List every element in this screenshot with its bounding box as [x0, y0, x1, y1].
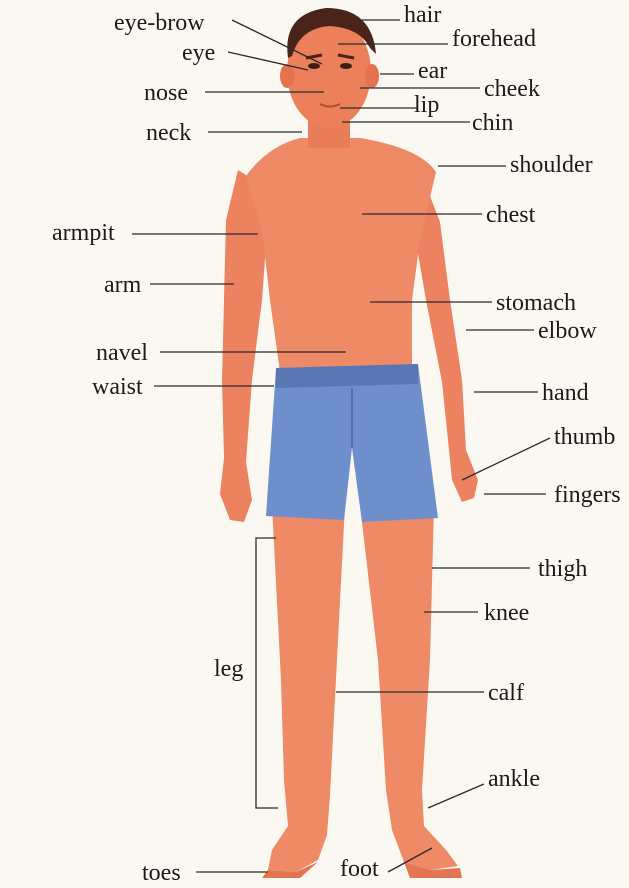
label-eye: eye [182, 40, 215, 66]
right-ear [365, 64, 379, 88]
right-leg [268, 505, 345, 872]
torso [246, 138, 436, 372]
label-nose: nose [144, 80, 188, 106]
label-toes: toes [142, 860, 181, 886]
label-cheek: cheek [484, 76, 540, 102]
label-ear: ear [418, 58, 447, 84]
label-neck: neck [146, 120, 191, 146]
label-elbow: elbow [538, 318, 597, 344]
label-thigh: thigh [538, 556, 587, 582]
label-knee: knee [484, 600, 529, 626]
label-fingers: fingers [554, 482, 621, 508]
label-lip: lip [414, 92, 439, 118]
label-ankle: ankle [488, 766, 540, 792]
label-stomach: stomach [496, 290, 576, 316]
label-hand: hand [542, 380, 589, 406]
right-eye [308, 63, 320, 69]
label-eye-brow: eye-brow [114, 10, 205, 36]
left-ear [280, 64, 294, 88]
label-hair: hair [404, 2, 441, 28]
label-foot: foot [340, 856, 379, 882]
left-eye [340, 63, 352, 69]
label-chest: chest [486, 202, 536, 228]
human-figure [220, 8, 478, 878]
label-forehead: forehead [452, 26, 536, 52]
label-navel: navel [96, 340, 148, 366]
label-leg: leg [214, 656, 243, 682]
label-armpit: armpit [52, 220, 115, 246]
label-arm: arm [104, 272, 142, 298]
waistband [276, 364, 418, 388]
label-shoulder: shoulder [510, 152, 593, 178]
label-thumb: thumb [554, 424, 615, 450]
label-chin: chin [472, 110, 513, 136]
label-waist: waist [92, 374, 143, 400]
left-leg [360, 505, 458, 870]
label-calf: calf [488, 680, 524, 706]
